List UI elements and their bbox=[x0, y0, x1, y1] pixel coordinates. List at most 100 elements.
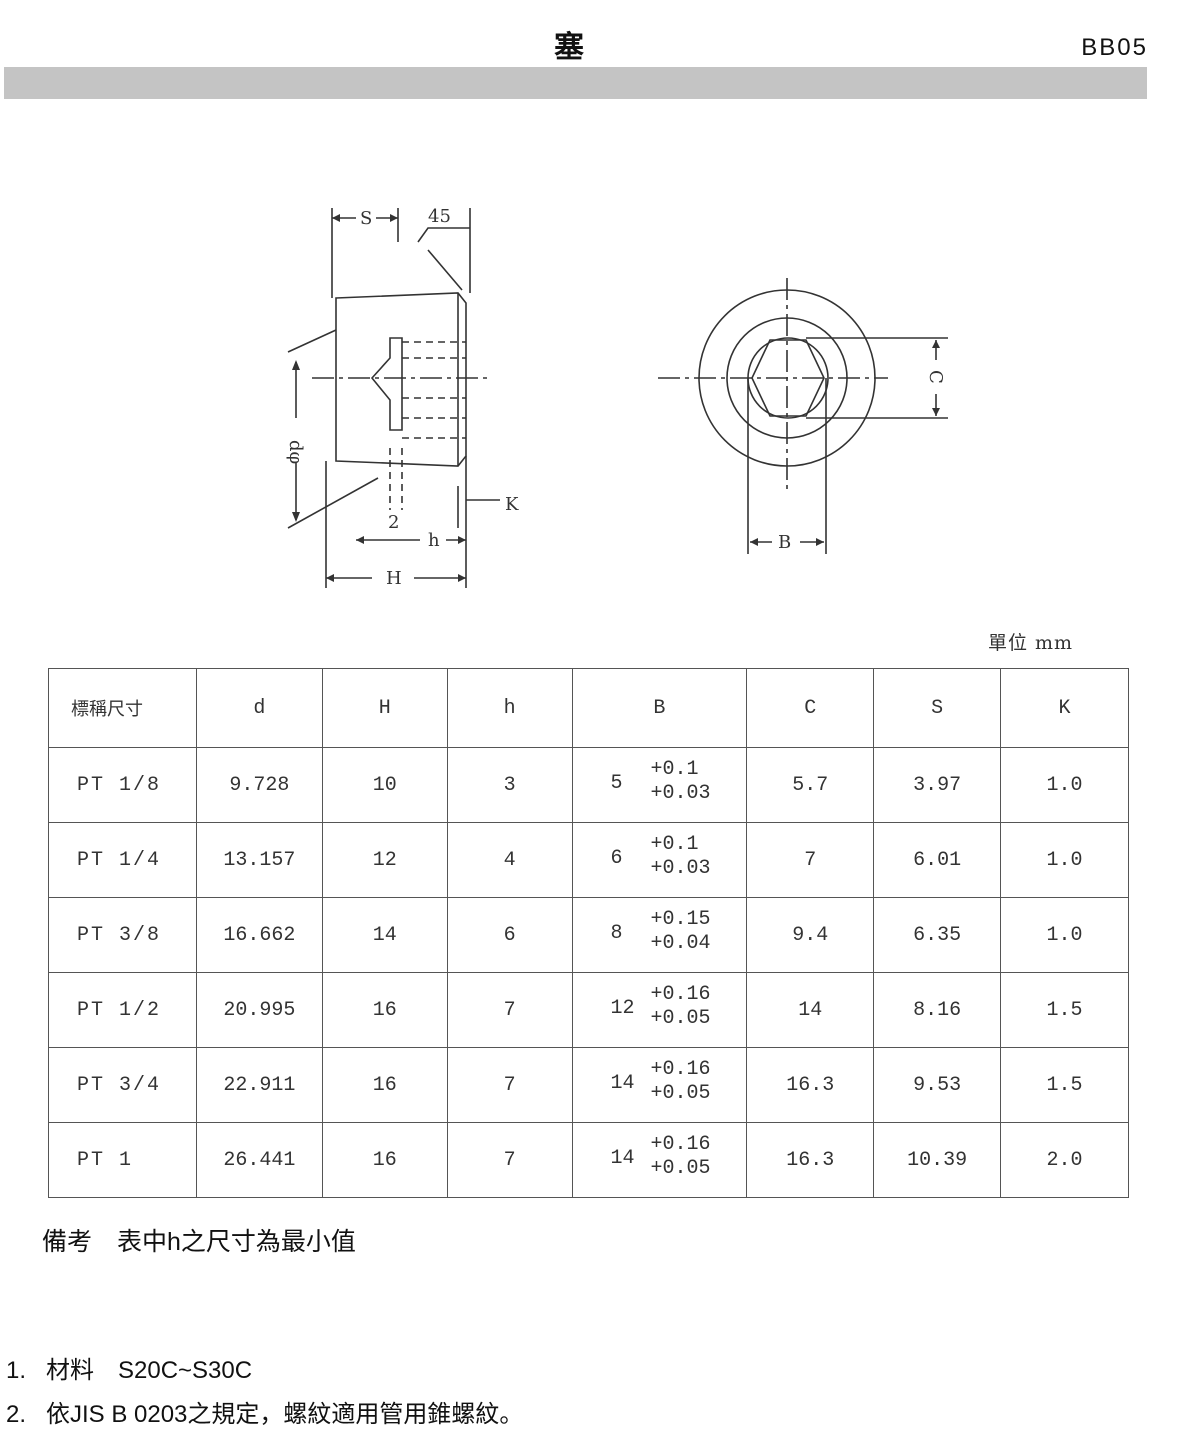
cell-size: PT 1/4 bbox=[48, 822, 197, 898]
b-tolerance: +0.16+0.05 bbox=[651, 983, 711, 1031]
list-item: 2. 依JIS B 0203之規定，螺紋適用管用錐螺紋。 bbox=[6, 1394, 523, 1438]
label-h-small: h bbox=[428, 530, 440, 551]
cell-H: 12 bbox=[321, 822, 448, 898]
cell-size: PT 3/8 bbox=[48, 897, 197, 973]
cell-H: 14 bbox=[321, 897, 448, 973]
label-b: B bbox=[778, 532, 791, 553]
cell-d: 13.157 bbox=[195, 822, 323, 898]
cell-b: 14 +0.16+0.05 bbox=[571, 1047, 748, 1123]
cell-d: 16.662 bbox=[195, 897, 323, 973]
b-lower: +0.03 bbox=[650, 782, 711, 805]
cell-h: 3 bbox=[446, 747, 573, 823]
table-row: PT 3/8 16.662 14 6 8+0.15+0.04 9.4 6.35 … bbox=[48, 897, 1129, 973]
cell-c: 14 bbox=[746, 972, 875, 1048]
b-upper: +0.16 bbox=[650, 983, 711, 1006]
header-k: K bbox=[1000, 668, 1129, 748]
header-b: B bbox=[571, 668, 748, 748]
b-lower: +0.03 bbox=[650, 857, 711, 880]
header-s: S bbox=[873, 668, 1002, 748]
b-tolerance: +0.15+0.04 bbox=[651, 908, 711, 956]
label-s: S bbox=[360, 208, 372, 229]
cell-s: 8.16 bbox=[873, 972, 1002, 1048]
label-angle: 45 bbox=[428, 206, 451, 227]
b-upper: +0.16 bbox=[650, 1058, 711, 1081]
cell-h: 7 bbox=[446, 972, 573, 1048]
cell-H: 16 bbox=[321, 1047, 448, 1123]
cell-s: 9.53 bbox=[873, 1047, 1002, 1123]
cell-b: 14 +0.16+0.05 bbox=[571, 1122, 748, 1198]
cell-c: 9.4 bbox=[746, 897, 875, 973]
b-upper: +0.16 bbox=[650, 1133, 711, 1156]
b-tolerance: +0.1+0.03 bbox=[651, 833, 711, 881]
b-tolerance: +0.16+0.05 bbox=[651, 1133, 711, 1181]
cell-c: 5.7 bbox=[746, 747, 875, 823]
label-k: K bbox=[505, 494, 519, 515]
cell-k: 1.5 bbox=[1000, 1047, 1129, 1123]
cell-h: 6 bbox=[446, 897, 573, 973]
cell-d: 22.911 bbox=[195, 1047, 323, 1123]
table-row: PT 3/4 22.911 16 7 14+0.16+0.05 16.3 9.5… bbox=[48, 1047, 1129, 1123]
b-tolerance: +0.1+0.03 bbox=[651, 758, 711, 806]
cell-H: 16 bbox=[321, 972, 448, 1048]
b-nominal: 6 bbox=[610, 847, 623, 870]
cell-k: 2.0 bbox=[1000, 1122, 1129, 1198]
title-bar bbox=[4, 67, 1147, 99]
cell-d: 9.728 bbox=[195, 747, 323, 823]
table-header-row: 標稱尺寸 d H h B C S K bbox=[48, 668, 1129, 748]
cell-h: 4 bbox=[446, 822, 573, 898]
b-nominal: 12 bbox=[610, 997, 635, 1020]
notes-list: 1. 材料 S20C~S30C 2. 依JIS B 0203之規定，螺紋適用管用錐螺… bbox=[6, 1350, 523, 1438]
b-tolerance: +0.16+0.05 bbox=[651, 1058, 711, 1106]
label-h-large: H bbox=[386, 568, 402, 589]
b-upper: +0.1 bbox=[650, 833, 699, 856]
plug-side-outline bbox=[335, 292, 467, 467]
b-upper: +0.1 bbox=[650, 758, 699, 781]
cell-h: 7 bbox=[446, 1047, 573, 1123]
b-nominal: 5 bbox=[610, 772, 623, 795]
b-lower: +0.04 bbox=[650, 932, 711, 955]
b-lower: +0.05 bbox=[650, 1082, 711, 1105]
b-lower: +0.05 bbox=[650, 1007, 711, 1030]
header-nominal-size: 標稱尺寸 bbox=[48, 668, 197, 748]
cell-size: PT 1/2 bbox=[48, 972, 197, 1048]
cell-b: 6 +0.1+0.03 bbox=[571, 822, 748, 898]
unit-label: 單位 mm bbox=[988, 632, 1074, 654]
header-c: C bbox=[746, 668, 875, 748]
hex-socket-outline bbox=[370, 337, 403, 431]
page-title: 塞 bbox=[554, 30, 586, 65]
cell-k: 1.5 bbox=[1000, 972, 1129, 1048]
b-nominal: 14 bbox=[610, 1147, 635, 1170]
cell-H: 16 bbox=[321, 1122, 448, 1198]
cell-k: 1.0 bbox=[1000, 897, 1129, 973]
remark-text: 備考 表中h之尺寸為最小值 bbox=[42, 1228, 356, 1256]
note-text: 依JIS B 0203之規定，螺紋適用管用錐螺紋。 bbox=[46, 1401, 524, 1428]
note-number: 1. bbox=[6, 1357, 27, 1384]
cell-k: 1.0 bbox=[1000, 747, 1129, 823]
note-number: 2. bbox=[6, 1401, 27, 1428]
table-row: PT 1/2 20.995 16 7 12+0.16+0.05 14 8.16 … bbox=[48, 972, 1129, 1048]
spec-table: 標稱尺寸 d H h B C S K PT 1/8 9.728 10 3 5+0… bbox=[48, 668, 1129, 1198]
cell-s: 6.01 bbox=[873, 822, 1002, 898]
cell-size: PT 1/8 bbox=[48, 747, 197, 823]
cell-h: 7 bbox=[446, 1122, 573, 1198]
b-lower: +0.05 bbox=[650, 1157, 711, 1180]
note-text: 材料 S20C~S30C bbox=[46, 1357, 253, 1384]
header-H: H bbox=[321, 668, 448, 748]
label-two: 2 bbox=[388, 512, 399, 533]
table-row: PT 1 26.441 16 7 14+0.16+0.05 16.3 10.39… bbox=[48, 1122, 1129, 1198]
cell-c: 16.3 bbox=[746, 1047, 875, 1123]
table-row: PT 1/8 9.728 10 3 5+0.1+0.03 5.7 3.97 1.… bbox=[48, 747, 1129, 823]
b-nominal: 14 bbox=[610, 1072, 635, 1095]
b-nominal: 8 bbox=[610, 922, 623, 945]
cell-s: 10.39 bbox=[873, 1122, 1002, 1198]
cell-s: 6.35 bbox=[873, 897, 1002, 973]
cell-c: 7 bbox=[746, 822, 875, 898]
label-diameter: dφ bbox=[285, 440, 306, 464]
cell-b: 5 +0.1+0.03 bbox=[571, 747, 748, 823]
cell-d: 26.441 bbox=[195, 1122, 323, 1198]
cell-b: 12 +0.16+0.05 bbox=[571, 972, 748, 1048]
table-row: PT 1/4 13.157 12 4 6+0.1+0.03 7 6.01 1.0 bbox=[48, 822, 1129, 898]
cell-b: 8 +0.15+0.04 bbox=[571, 897, 748, 973]
cell-c: 16.3 bbox=[746, 1122, 875, 1198]
b-upper: +0.15 bbox=[650, 908, 711, 931]
